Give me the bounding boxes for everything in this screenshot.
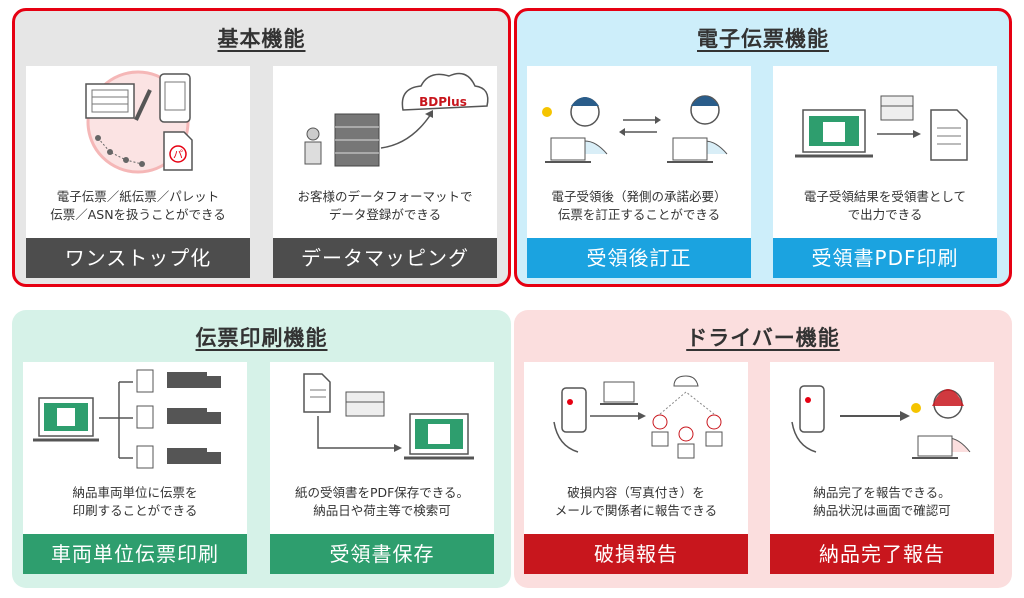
laptop-right-icon xyxy=(667,137,713,163)
recipients-icon xyxy=(651,391,723,459)
laptop-icon xyxy=(33,397,99,442)
laptop-icon xyxy=(404,413,474,460)
hand-smartphone-icon xyxy=(791,385,825,453)
panel-slip-printing-functions: 伝票印刷機能 納品車 xyxy=(12,310,511,588)
card-description: 紙の受領書をPDF保存できる。 納品日や荷主等で検索可 xyxy=(294,485,470,518)
card-label: 受領書PDF印刷 xyxy=(773,238,997,278)
card-label: 破損報告 xyxy=(524,534,748,574)
laptop-icon xyxy=(912,435,958,459)
delivery-complete-illustration xyxy=(791,385,971,459)
bdplus-logo: BDPlus xyxy=(419,95,467,109)
printer-icon xyxy=(880,95,914,121)
damage-report-illustration xyxy=(553,375,723,459)
card-receipt-pdf-print: 電子受領結果を受領書として で出力できる 受領書PDF印刷 xyxy=(773,66,997,278)
svg-text:パ: パ xyxy=(173,149,183,161)
card-vehicle-slip-print: 納品車両単位に伝票を 印刷することができる 車両単位伝票印刷 xyxy=(23,362,247,574)
vehicle-print-illustration xyxy=(33,369,221,469)
branch-arrows-icon xyxy=(99,381,133,459)
panel-title: 基本機能 xyxy=(217,27,306,51)
card-description: お客様のデータフォーマットで データ登録ができる xyxy=(297,189,473,222)
lightbulb-icon xyxy=(542,107,552,117)
card-one-stop: パ 電子伝票／紙伝票／パレット 伝票／ASNを扱うことができる ワンストップ化 xyxy=(26,66,250,278)
document-icon xyxy=(85,83,135,119)
panel-electronic-slip-functions: 電子伝票機能 電子受領後（発側の承諾必要） 伝票を訂正することができる 受領後訂… xyxy=(514,8,1012,287)
card-label: ワンストップ化 xyxy=(26,238,250,278)
card-description: 破損内容（写真付き）を メールで関係者に報告できる xyxy=(554,485,718,518)
correction-illustration xyxy=(542,95,728,163)
paper-slip-icon: パ xyxy=(163,131,193,171)
card-label: 納品完了報告 xyxy=(770,534,994,574)
card-description: 納品完了を報告できる。 納品状況は画面で確認可 xyxy=(813,485,951,518)
card-delivery-complete-report: 納品完了を報告できる。 納品状況は画面で確認可 納品完了報告 xyxy=(770,362,994,574)
receipt-storage-illustration xyxy=(303,373,474,460)
panel-driver-functions: ドライバー機能 破損内容（写真付き）を メールで関係者に報告できる 破損報告 xyxy=(514,310,1012,588)
data-mapping-illustration: BDPlus xyxy=(304,72,489,167)
arrow-icon xyxy=(317,416,402,452)
card-label: データマッピング xyxy=(273,238,497,278)
card-description: 電子受領結果を受領書として で出力できる xyxy=(803,189,967,222)
cloud-icon: BDPlus xyxy=(401,72,489,111)
one-stop-illustration: パ xyxy=(85,70,193,174)
network-icon xyxy=(95,135,145,167)
card-label: 受領後訂正 xyxy=(527,238,751,278)
arrow-icon xyxy=(840,411,910,421)
card-label: 受領書保存 xyxy=(270,534,494,574)
arrow-icon xyxy=(380,110,433,149)
card-data-mapping: BDPlus お客様のデータフォーマットで データ登録ができる データマッピング xyxy=(273,66,497,278)
document-icon xyxy=(930,109,968,161)
laptop-icon xyxy=(795,109,873,158)
card-label: 車両単位伝票印刷 xyxy=(23,534,247,574)
panel-title: 伝票印刷機能 xyxy=(195,326,328,350)
arrow-icon xyxy=(590,412,646,420)
card-damage-report: 破損内容（写真付き）を メールで関係者に報告できる 破損報告 xyxy=(524,362,748,574)
card-receipt-storage: 紙の受領書をPDF保存できる。 納品日や荷主等で検索可 受領書保存 xyxy=(270,362,494,574)
card-description: 電子伝票／紙伝票／パレット 伝票／ASNを扱うことができる xyxy=(50,189,226,222)
panel-title: ドライバー機能 xyxy=(686,326,840,350)
lightbulb-icon xyxy=(911,403,921,413)
person-icon xyxy=(304,127,322,165)
card-description: 納品車両単位に伝票を 印刷することができる xyxy=(72,485,198,518)
slip-icons xyxy=(136,369,154,469)
pencil-icon xyxy=(134,89,152,121)
smartphone-icon xyxy=(159,73,191,123)
panel-title: 電子伝票機能 xyxy=(697,27,829,51)
server-icon xyxy=(334,113,380,167)
document-icon xyxy=(303,373,331,413)
exchange-arrows-icon xyxy=(619,116,661,136)
scanner-icon xyxy=(345,391,385,417)
pdf-print-illustration xyxy=(795,95,968,161)
arrow-icon xyxy=(877,130,921,138)
laptop-icon xyxy=(600,381,638,405)
laptop-left-icon xyxy=(545,137,591,163)
card-post-receipt-correction: 電子受領後（発側の承諾必要） 伝票を訂正することができる 受領後訂正 xyxy=(527,66,751,278)
card-description: 電子受領後（発側の承諾必要） 伝票を訂正することができる xyxy=(551,189,727,222)
cloud-icon xyxy=(673,375,699,387)
panel-basic-functions: 基本機能 パ 電子伝票／紙伝票 xyxy=(12,8,511,287)
hand-smartphone-icon xyxy=(553,387,587,453)
truck-icons xyxy=(167,372,221,464)
